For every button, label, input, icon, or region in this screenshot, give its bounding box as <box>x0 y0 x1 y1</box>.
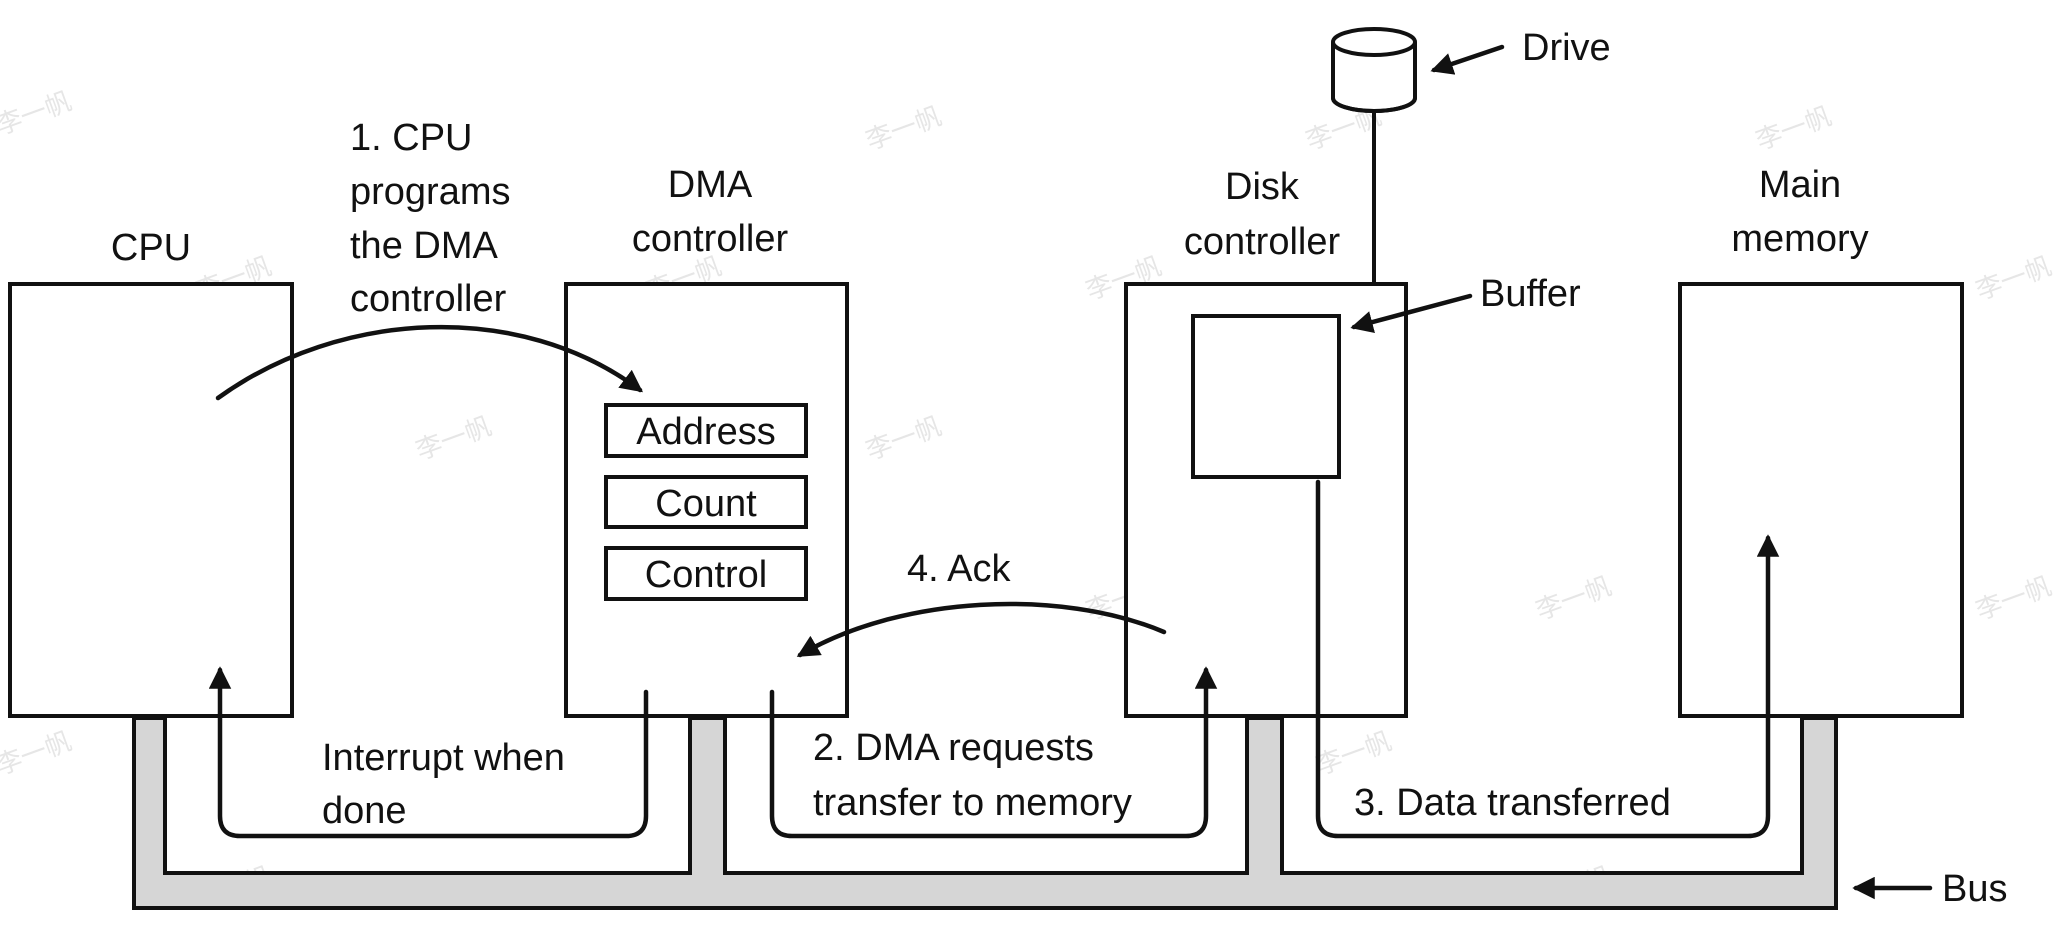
main-memory-box <box>1678 282 1964 718</box>
watermark: 李一帆 <box>412 412 496 467</box>
dma-controller-label-line1: DMA <box>668 164 753 206</box>
interrupt-label-line2: done <box>322 790 407 832</box>
watermark: 李一帆 <box>1972 572 2056 627</box>
watermark: 李一帆 <box>1972 252 2056 307</box>
watermark: 李一帆 <box>1532 572 1616 627</box>
buffer-callout-arrow <box>1350 293 1473 334</box>
dma-registers: Address Count Control <box>604 403 808 601</box>
register-count-label: Count <box>655 483 757 525</box>
step1-label-line2: programs <box>350 171 511 213</box>
register-control-label: Control <box>645 554 768 596</box>
drive-callout-arrow <box>1430 44 1505 75</box>
register-address <box>604 403 808 458</box>
cpu-label: CPU <box>111 227 191 269</box>
dma-controller-label-line2: controller <box>632 218 789 260</box>
step1-label-line3: the DMA <box>350 225 498 267</box>
watermark: 李一帆 <box>0 727 76 782</box>
disk-controller-label-line1: Disk <box>1225 166 1300 208</box>
disk-controller-label-line2: controller <box>1184 221 1341 263</box>
buffer-label: Buffer <box>1480 273 1581 315</box>
step1-arrow <box>215 324 644 401</box>
step1-label-line4: controller <box>350 278 507 320</box>
watermark: 李一帆 <box>862 412 946 467</box>
cpu-box <box>8 282 294 718</box>
register-count <box>604 475 808 529</box>
step2-arrow <box>769 666 1218 839</box>
interrupt-label-line1: Interrupt when <box>322 737 565 779</box>
watermark: 李一帆 <box>0 87 76 142</box>
watermark: 李一帆 <box>862 102 946 157</box>
step4-label: 4. Ack <box>907 548 1011 590</box>
watermark: 李一帆 <box>1312 727 1396 782</box>
step4-arrow <box>796 601 1167 658</box>
disk-buffer <box>1191 314 1341 479</box>
drive-label: Drive <box>1522 27 1611 69</box>
register-control <box>604 546 808 601</box>
step3-arrow <box>1315 479 1780 839</box>
main-memory-label-line2: memory <box>1731 218 1868 260</box>
step2-label-line1: 2. DMA requests <box>813 727 1094 769</box>
main-memory-label-line1: Main <box>1759 164 1841 206</box>
step1-label-line1: 1. CPU <box>350 117 472 159</box>
step3-label: 3. Data transferred <box>1354 782 1671 824</box>
watermark: 李一帆 <box>1752 102 1836 157</box>
interrupt-arrow <box>208 666 649 839</box>
bus-label: Bus <box>1942 868 2007 910</box>
step2-label-line2: transfer to memory <box>813 782 1132 824</box>
drive-icon <box>1331 27 1417 113</box>
register-address-label: Address <box>636 411 775 453</box>
